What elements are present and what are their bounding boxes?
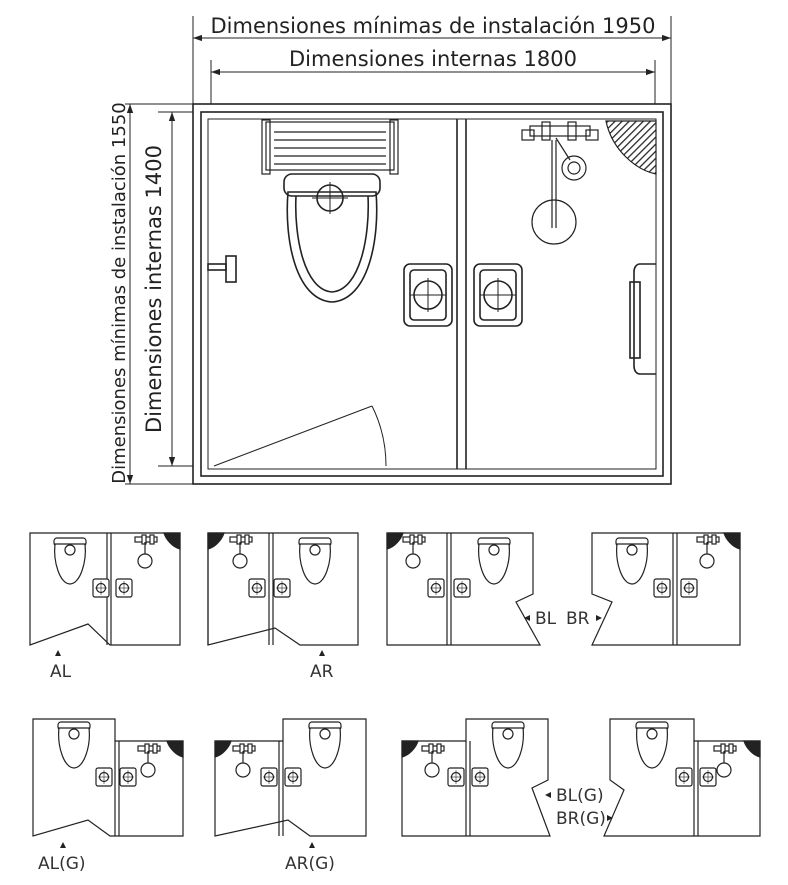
dimension-lines [125,16,672,485]
label-al-g: AL(G) [38,854,86,874]
label-bl-g: BL(G) [556,786,604,806]
label-ar-g: AR(G) [285,854,335,874]
shelf-rack [261,119,399,175]
variant-br [591,532,741,646]
variant-br-g [603,718,761,837]
label-br: BR [566,609,590,629]
label-br-g: BR(G) [556,809,606,829]
entrance-marker-br-g [607,815,613,821]
min-height-label: Dimensiones mínimas de instalación 1550 [109,102,130,483]
inner-wall-line [207,118,657,470]
entrance-marker-bl [524,615,530,621]
internal-width-label: Dimensiones internas 1800 [289,47,577,71]
entrance-marker-bl-g [545,792,551,798]
variant-ar [207,532,359,646]
entrance-marker-al-g [60,842,66,848]
label-ar: AR [310,662,334,682]
grab-bar [629,263,656,375]
label-al: AL [50,662,72,682]
main-plan [125,16,672,485]
inner-wall [200,111,664,477]
variant-bl [386,532,542,646]
label-bl: BL [535,609,557,629]
corner-shelf [605,120,657,175]
outer-wall [192,103,672,485]
toilet [283,173,381,303]
entrance-marker-br [596,615,602,621]
entrance-marker-ar-g [309,842,315,848]
variant-ar-g [214,718,367,837]
variant-bl-g [401,718,551,837]
variant-al-g [32,718,184,837]
door-swing [213,405,387,467]
wall-hook [207,255,237,283]
variant-labels: AL AR BL BR AL(G) AR(G) BL(G) BR(G) [38,609,613,874]
min-width-label: Dimensiones mínimas de instalación 1950 [210,14,655,38]
floor-drain-right [473,263,523,327]
floor-drain-left [403,263,453,327]
variant-al [29,532,181,646]
entrance-marker-ar [319,650,325,656]
shower-fixture [521,121,599,245]
entrance-marker-al [55,650,61,656]
internal-height-label: Dimensiones internas 1400 [142,145,166,433]
